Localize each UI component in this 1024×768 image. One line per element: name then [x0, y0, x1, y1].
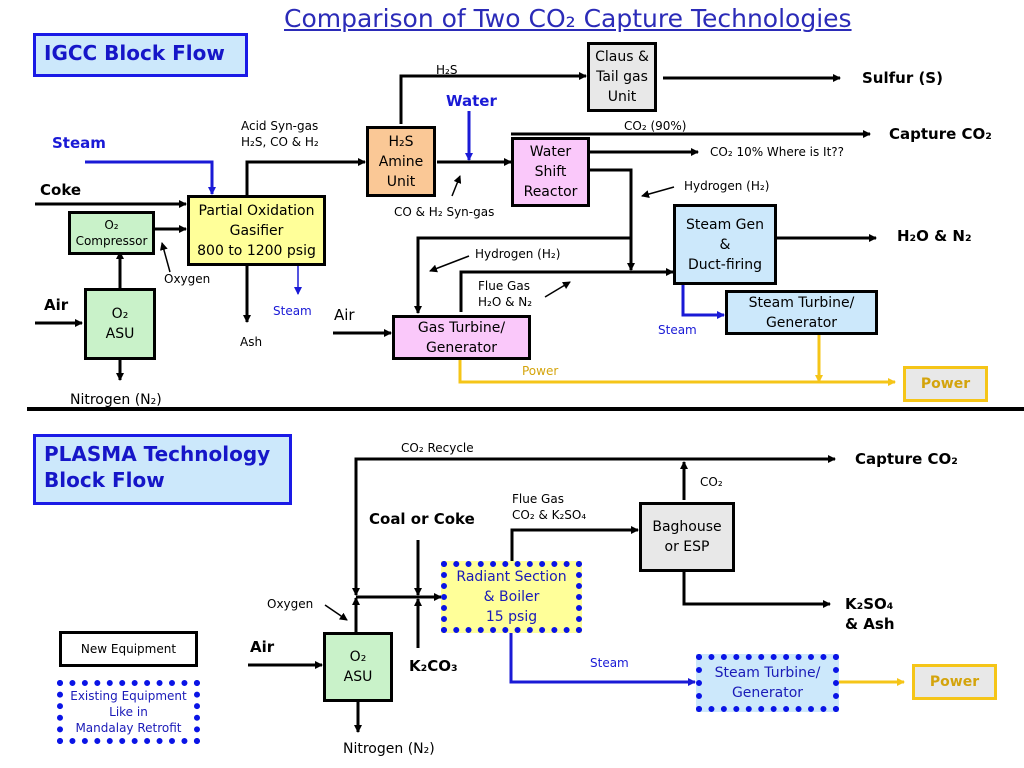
gasifier-steam-label: Steam	[273, 304, 312, 318]
co2-90-label: CO₂ (90%)	[624, 119, 687, 133]
ash-label: Ash	[240, 335, 263, 349]
h2-gt	[414, 236, 631, 314]
sulfur-output: Sulfur (S)	[862, 69, 943, 87]
steam-input-label: Steam	[52, 134, 106, 152]
plasma-flue-gas-label: Flue Gas CO₂ & K₂SO₄	[512, 492, 587, 522]
gas-turbine-box: Gas Turbine/ Generator	[392, 315, 531, 360]
water-input-label: Water	[446, 92, 497, 110]
co2-10-label: CO₂ 10% Where is It??	[710, 145, 845, 159]
nitrogen-label: Nitrogen (N₂)	[70, 392, 162, 408]
h2o-n2-output: H₂O & N₂	[897, 227, 972, 245]
radiant-bag	[510, 526, 639, 562]
amine-claus	[399, 72, 587, 124]
o2-compressor-box: O₂ Compressor	[68, 211, 155, 255]
coke-input-label: Coke	[40, 181, 82, 199]
plasma-nitrogen-label: Nitrogen (N₂)	[343, 741, 435, 757]
acid-syngas-label: Acid Syn-gas H₂S, CO & H₂	[241, 119, 319, 149]
bag-k2so4	[682, 570, 831, 608]
steamgen-steam-label: Steam	[658, 323, 697, 337]
legend-existing-equipment: Existing Equipment Like in Mandalay Retr…	[57, 680, 200, 744]
plasma-steam	[509, 632, 696, 686]
radiant-boiler-box: Radiant Section & Boiler 15 psig	[441, 561, 582, 633]
legend-new-equipment: New Equipment	[59, 631, 198, 667]
plasma-co2-label: CO₂	[700, 475, 723, 489]
plasma-o2-asu-box: O₂ ASU	[323, 632, 393, 702]
o2-asu-box: O₂ ASU	[84, 288, 156, 360]
plasma-steam-label: Steam	[590, 656, 629, 670]
plasma-section-label: PLASMA Technology Block Flow	[33, 434, 292, 505]
co2-recycle	[352, 457, 684, 596]
syngas-label: CO & H₂ Syn-gas	[394, 205, 495, 219]
gt-fluegas	[459, 268, 674, 312]
shift-reactor-box: Water Shift Reactor	[511, 137, 590, 207]
igcc-section-label: IGCC Block Flow	[33, 33, 248, 77]
h2s-label: H₂S	[436, 63, 458, 77]
flue-gas-label: Flue Gas H₂O & N₂	[478, 279, 533, 309]
capture-co2-output: Capture CO₂	[889, 125, 992, 143]
gasifier-box: Partial Oxidation Gasifier 800 to 1200 p…	[187, 195, 326, 266]
hydrogen-label-2: Hydrogen (H₂)	[475, 247, 561, 261]
co2-recycle-label: CO₂ Recycle	[401, 441, 474, 455]
k2co3-input-label: K₂CO₃	[409, 657, 458, 675]
shift-h2	[590, 168, 635, 271]
oxygen-label: Oxygen	[164, 272, 211, 286]
claus-unit-box: Claus & Tail gas Unit	[587, 42, 657, 112]
plasma-capture-co2-output: Capture CO₂	[855, 450, 958, 468]
coal-input-label: Coal or Coke	[369, 510, 475, 528]
steam-turbine-box: Steam Turbine/ Generator	[725, 290, 878, 335]
plasma-oxygen-label: Oxygen	[267, 597, 314, 611]
page-title: Comparison of Two CO₂ Capture Technologi…	[284, 4, 852, 33]
k2so4-ash-output: K₂SO₄ & Ash	[845, 595, 895, 633]
plasma-steam-turbine-box: Steam Turbine/ Generator	[696, 654, 839, 712]
hydrogen-label-1: Hydrogen (H₂)	[684, 179, 770, 193]
air-input-label: Air	[44, 296, 69, 314]
steam-gen-box: Steam Gen & Duct-firing	[673, 204, 777, 285]
sg-steam	[681, 285, 725, 319]
plasma-air-label: Air	[250, 638, 275, 656]
plasma-power-box: Power	[912, 664, 997, 700]
steam-in	[85, 160, 216, 195]
power-line	[458, 360, 896, 386]
power-output-box: Power	[903, 366, 988, 402]
amine-unit-box: H₂S Amine Unit	[366, 126, 436, 197]
baghouse-box: Baghouse or ESP	[639, 502, 735, 572]
gasifier-amine	[245, 158, 366, 195]
power-line-label: Power	[522, 364, 559, 378]
air-gt-label: Air	[334, 306, 355, 324]
